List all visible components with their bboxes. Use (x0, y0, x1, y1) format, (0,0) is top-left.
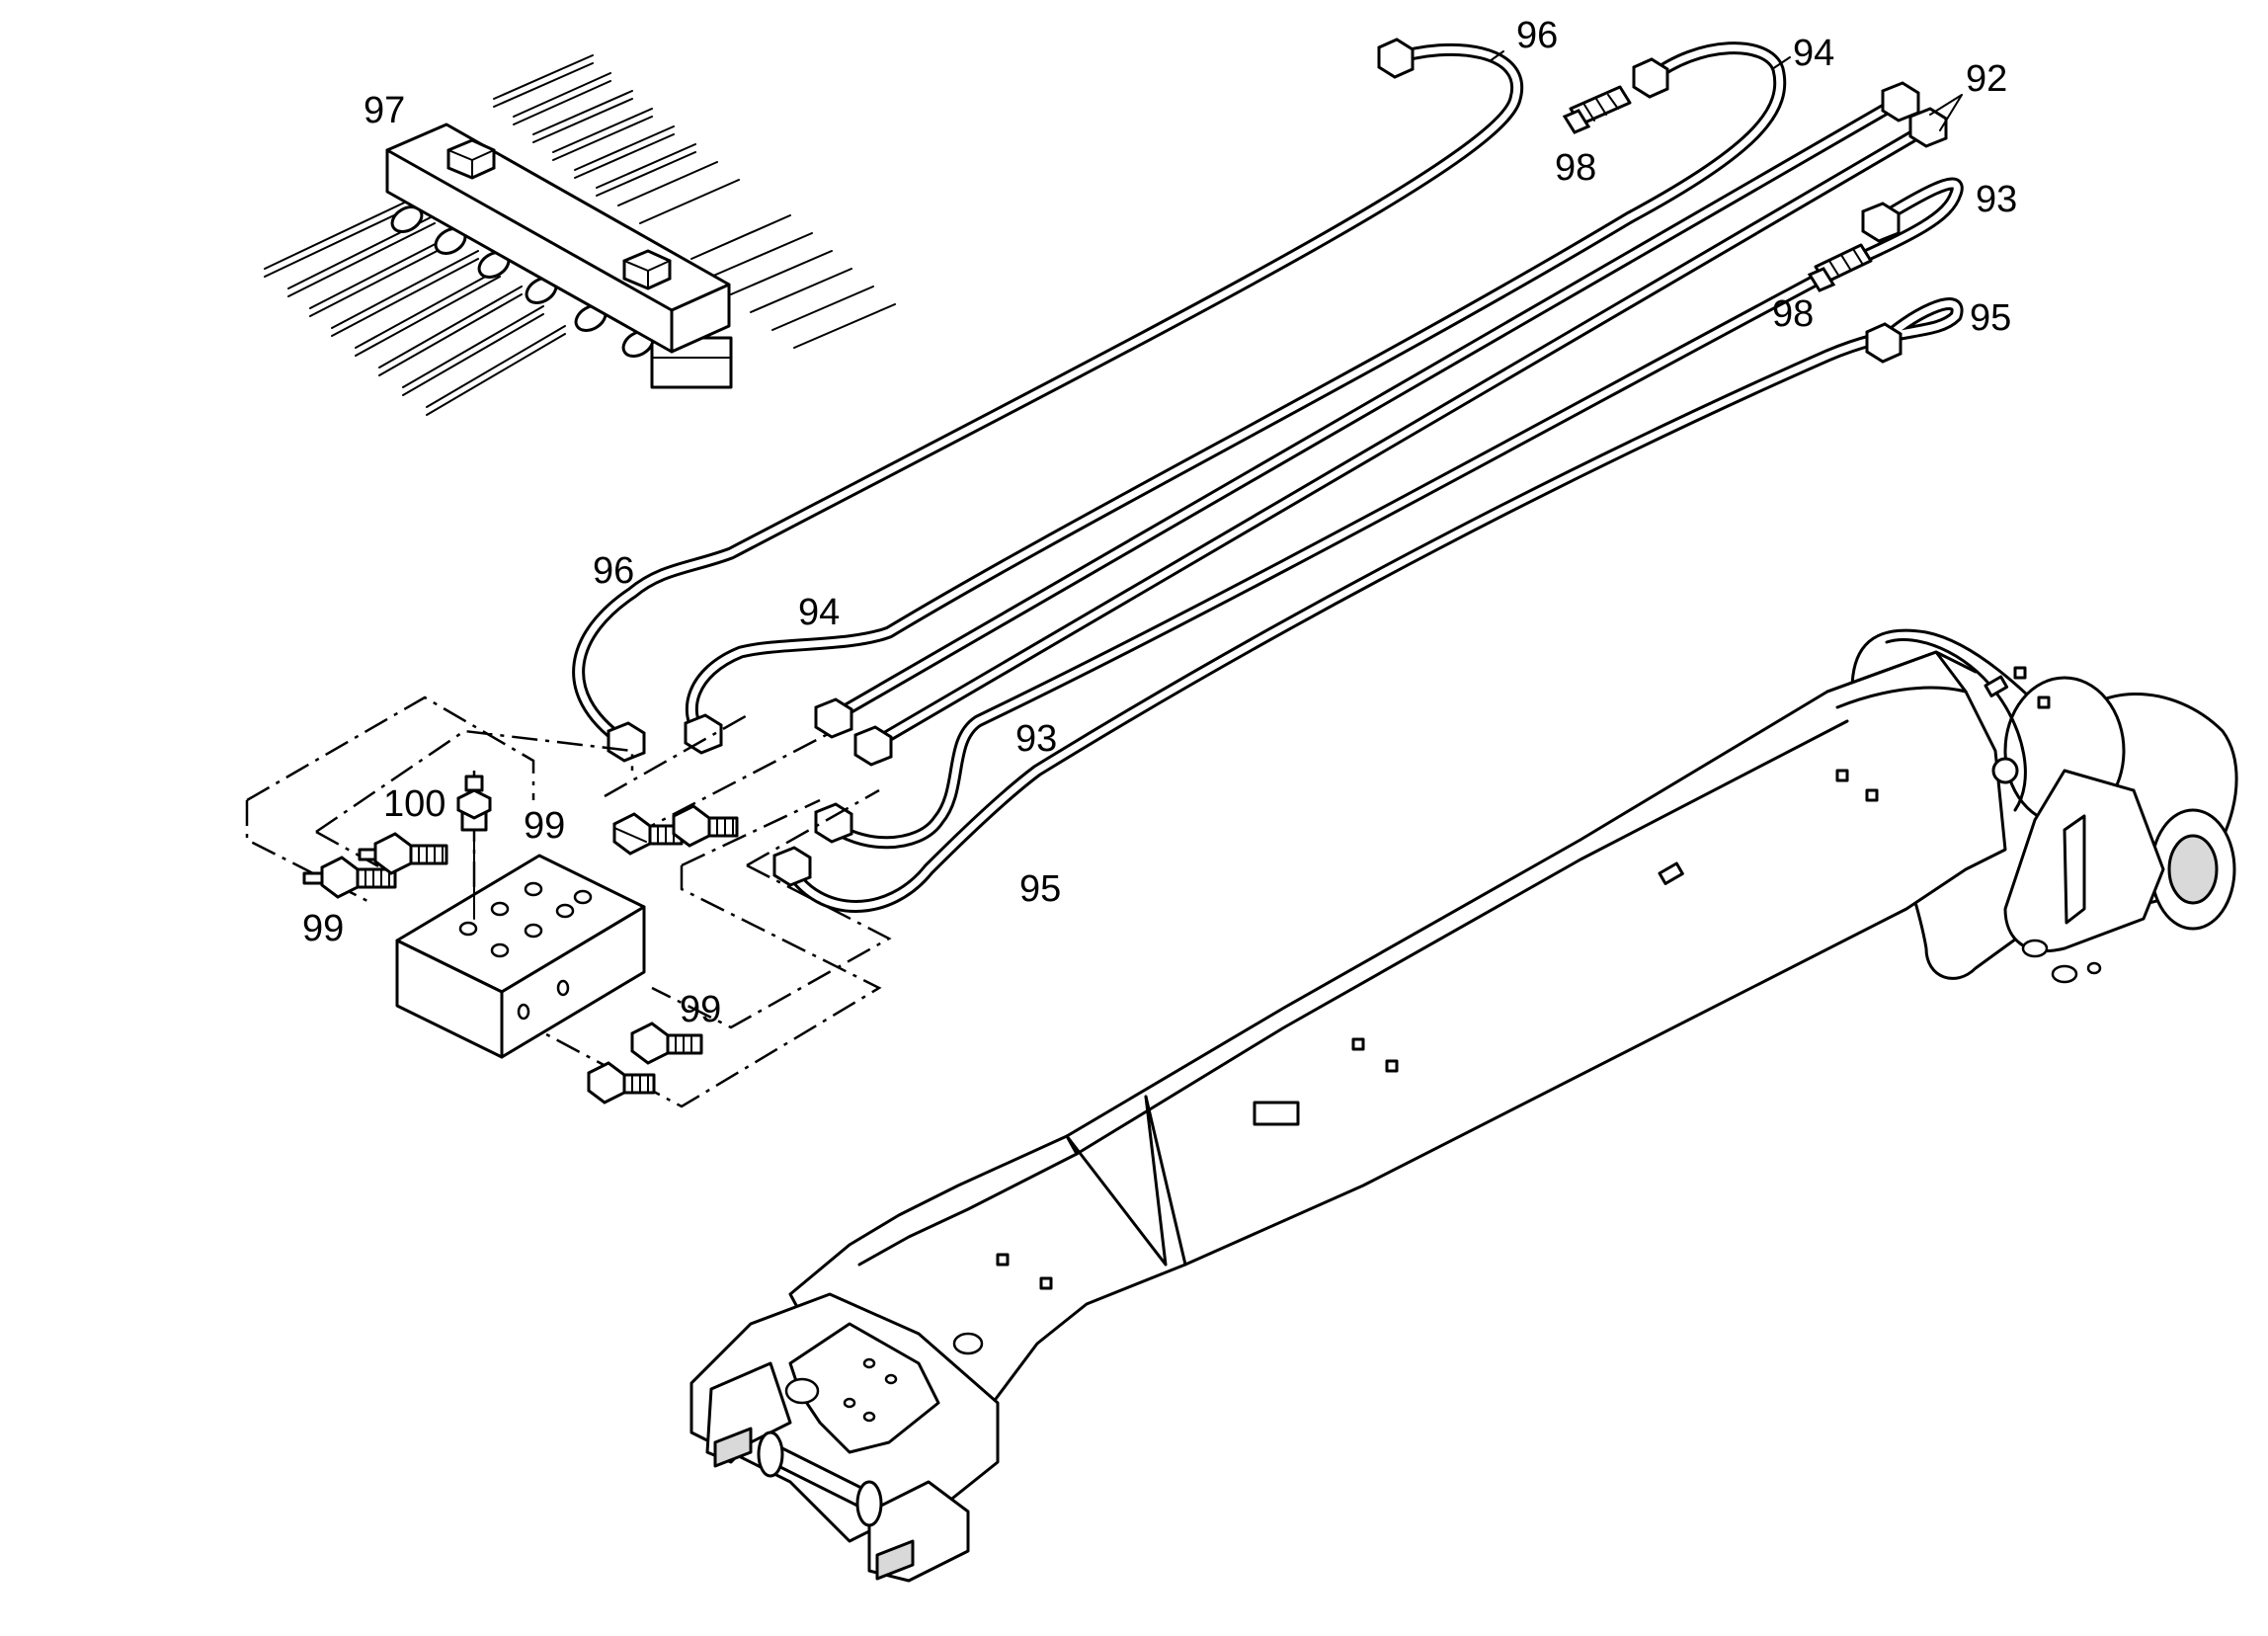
fitting-99-b (358, 832, 448, 875)
fitting-99-f (587, 1061, 656, 1104)
callout-99-a: 99 (524, 805, 565, 847)
manifold-block (395, 854, 646, 1059)
boom-beam (788, 650, 2051, 1444)
pipe-clamp-assembly (264, 54, 896, 416)
clamp-pipes (264, 54, 896, 416)
boom-arm (689, 628, 2238, 1583)
fitting-99-d (672, 804, 739, 848)
callout-93-mid: 93 (1015, 718, 1057, 760)
hydraulic-pipes (572, 38, 1964, 913)
pipe-96 (572, 42, 1524, 748)
callout-98-b: 98 (1772, 293, 1814, 335)
callout-97: 97 (364, 90, 405, 131)
clamp-bolt-right (622, 249, 672, 290)
pipe-92-upper (823, 96, 1904, 726)
clamp-bolt-left (446, 138, 496, 180)
callout-96-top: 96 (1516, 15, 1558, 56)
callout-95-top: 95 (1970, 297, 2011, 339)
callout-98-a: 98 (1555, 147, 1596, 189)
fitting-99-e (630, 1022, 703, 1065)
adapter-98-top (1562, 85, 1632, 134)
manifold-assembly (245, 695, 892, 1108)
boom-front-bracket (689, 1292, 1000, 1583)
callout-92: 92 (1966, 58, 2007, 100)
fitting-99-c (612, 812, 684, 856)
pipe-94 (685, 41, 1787, 743)
pipe-95 (783, 297, 1964, 913)
callout-100: 100 (383, 783, 446, 825)
callout-labels: 96 94 92 93 95 98 98 97 96 94 93 95 100 … (302, 15, 2017, 1030)
callout-99-b: 99 (302, 908, 344, 949)
adapter-98-lower (1807, 243, 1873, 292)
fitting-99-a (302, 856, 397, 899)
pipe-92-lower (862, 122, 1933, 754)
boom-top-features (996, 666, 2051, 1290)
callout-93-top: 93 (1976, 179, 2017, 220)
callout-94-mid: 94 (798, 592, 840, 633)
callout-95-mid: 95 (1019, 868, 1061, 910)
grease-fitting-100 (456, 775, 492, 920)
callout-leaders (613, 50, 1963, 843)
pipe-93 (821, 177, 1964, 850)
callout-96-mid: 96 (593, 550, 634, 592)
callout-94-top: 94 (1793, 33, 1834, 74)
pipe-end-nuts (607, 38, 1948, 887)
callout-99-c: 99 (680, 989, 721, 1030)
